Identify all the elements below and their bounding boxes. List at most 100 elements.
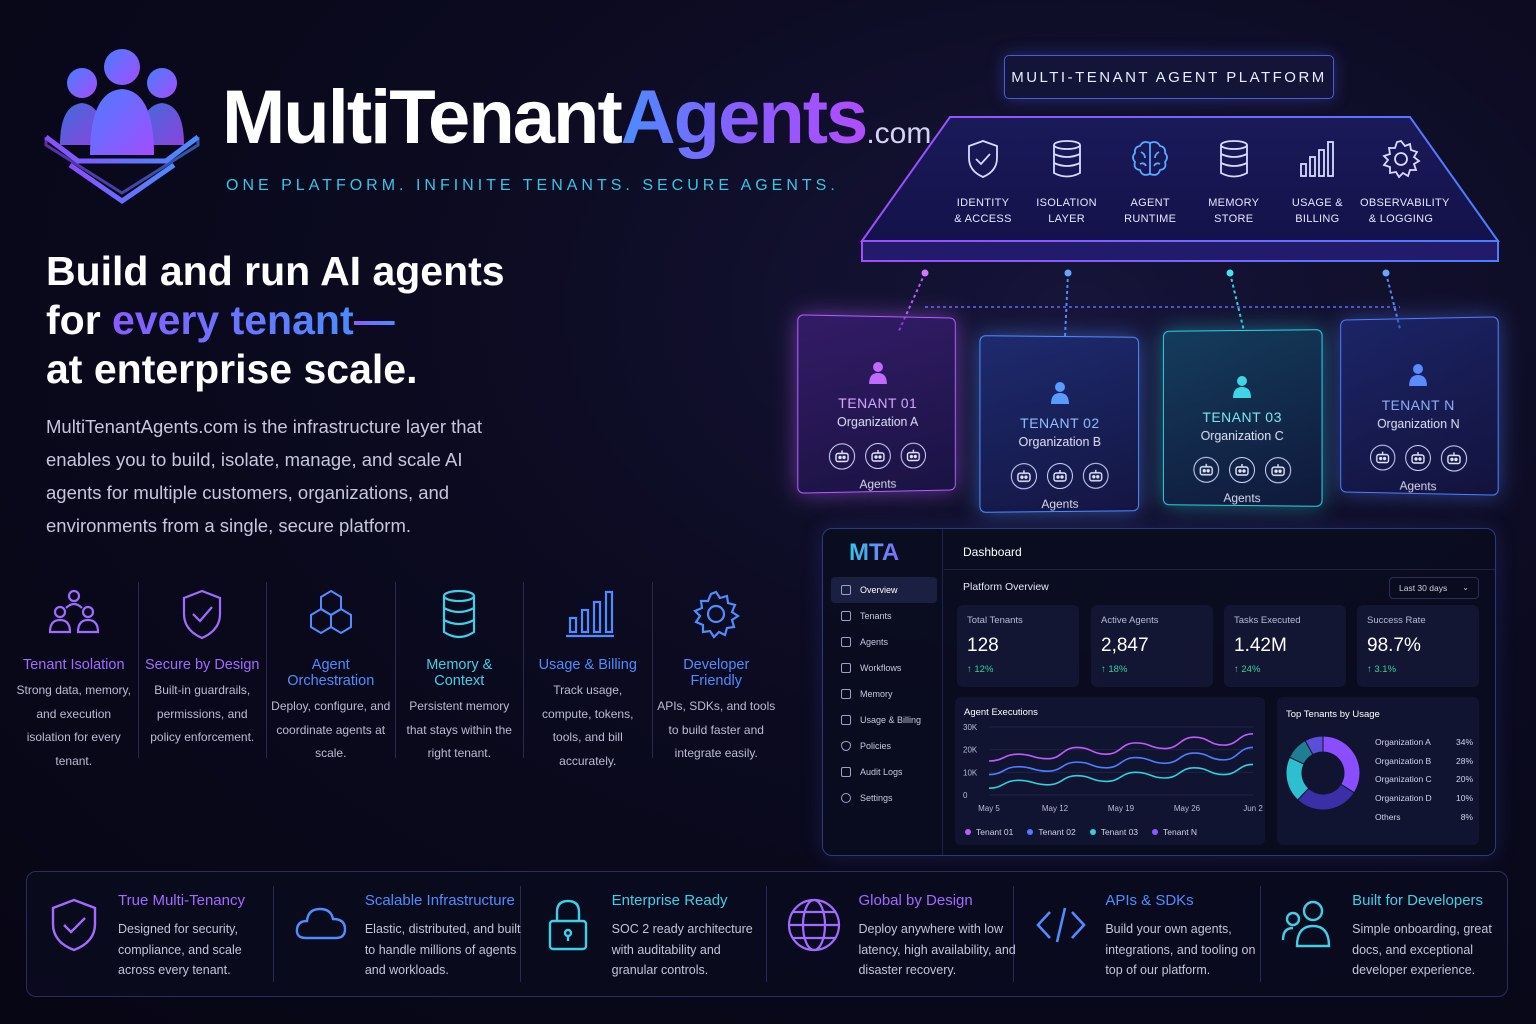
benefit-desc: Build your own agents, integrations, and…	[1105, 919, 1263, 981]
feature-title: Secure by Design	[143, 657, 263, 673]
robot-icon	[1441, 445, 1467, 472]
robot-icon	[865, 443, 891, 469]
chart-icon	[841, 715, 851, 725]
database-icon	[1046, 138, 1088, 180]
benefit-scalable: Scalable Infrastructure Elastic, distrib…	[274, 886, 521, 982]
bar-chart-icon	[560, 586, 616, 642]
series-line-tenant-02	[989, 747, 1253, 774]
feature-agent-orchestration: Agent Orchestration Deploy, configure, a…	[267, 582, 396, 758]
benefit-desc: Simple onboarding, great docs, and excep…	[1352, 919, 1510, 981]
top-tenants-panel: Top Tenants by Usage Organization A34% O…	[1277, 697, 1479, 845]
users-icon	[1279, 896, 1337, 954]
tenant-name: Organization B	[1375, 756, 1431, 775]
benefit-desc: Deploy anywhere with low latency, high a…	[858, 919, 1016, 981]
tenant-share: 10%	[1456, 793, 1473, 812]
top-tenants-list: Organization A34% Organization B28% Orga…	[1375, 737, 1473, 830]
dashboard-divider	[944, 569, 1495, 570]
benefit-desc: SOC 2 ready architecture with auditabili…	[612, 919, 770, 981]
feature-title: Developer Friendly	[657, 657, 777, 689]
feature-desc: Persistent memory that stays within the …	[400, 695, 520, 766]
agent-executions-panel: Agent Executions 010K20K30KMay 5May 12Ma…	[955, 697, 1265, 845]
x-tick-label: May 26	[1174, 804, 1201, 813]
nav-item-label: Workflows	[860, 663, 901, 673]
benefit-title: True Multi-Tenancy	[118, 892, 245, 909]
shield-check-icon	[45, 896, 103, 954]
feature-desc: Built-in guardrails, permissions, and po…	[143, 679, 263, 750]
platform-item-line2: & LOGGING	[1360, 211, 1442, 227]
y-tick-label: 20K	[963, 746, 978, 755]
feature-title: Usage & Billing	[528, 657, 648, 673]
tenant-share: 8%	[1461, 812, 1473, 831]
kpi-name: Tasks Executed	[1234, 615, 1336, 626]
top-tenant-row: Organization A34%	[1375, 737, 1473, 756]
calendar-icon	[841, 585, 851, 595]
tenant-content: TENANT 03 Organization C Agents	[1163, 374, 1323, 506]
tenant-agents-label: Agents	[1163, 490, 1323, 505]
nav-item-workflows[interactable]: Workflows	[831, 655, 937, 681]
date-range-select[interactable]: Last 30 days ⌄	[1389, 577, 1479, 599]
chart-legend: Tenant 01 Tenant 02 Tenant 03 Tenant N	[965, 827, 1197, 837]
kpi-value: 2,847	[1101, 635, 1203, 657]
tenant-card-02[interactable]: TENANT 02 Organization B Agents	[979, 335, 1139, 513]
feature-title: Memory & Context	[400, 657, 520, 689]
series-line-tenant-01	[989, 734, 1253, 761]
tenant-title: TENANT 03	[1163, 409, 1323, 425]
platform-item-isolation: ISOLATIONLAYER	[1026, 138, 1108, 238]
shield-check-icon	[174, 586, 230, 642]
benefit-title: APIs & SDKs	[1105, 892, 1193, 909]
workflow-icon	[841, 663, 851, 673]
kpi-change: ↑ 12%	[967, 664, 1069, 675]
tenant-content: TENANT 01 Organization A Agents	[797, 359, 955, 492]
nav-item-label: Audit Logs	[860, 767, 903, 777]
lock-icon	[539, 896, 597, 954]
legend-item-tenant-03: Tenant 03	[1090, 827, 1138, 837]
tenant-share: 28%	[1456, 756, 1473, 775]
tenant-card-01[interactable]: TENANT 01 Organization A Agents	[797, 314, 955, 493]
robot-icon	[1265, 457, 1291, 483]
hero-line-3: at enterprise scale.	[46, 345, 505, 394]
legend-label: Tenant 02	[1038, 827, 1075, 837]
robot-icon	[1229, 457, 1255, 483]
tenant-agent-icons	[1340, 444, 1498, 472]
platform-label: MULTI-TENANT AGENT PLATFORM	[1004, 55, 1334, 99]
kpi-value: 128	[967, 635, 1069, 657]
legend-dot	[1090, 829, 1096, 835]
nav-item-label: Agents	[860, 637, 888, 647]
tenant-share: 20%	[1456, 774, 1473, 793]
chevron-down-icon: ⌄	[1462, 578, 1469, 598]
kpi-card-total-tenants: Total Tenants 128 ↑ 12%	[957, 605, 1079, 687]
nav-item-tenants[interactable]: Tenants	[831, 603, 937, 629]
panel-title: Top Tenants by Usage	[1286, 709, 1380, 720]
nav-item-memory[interactable]: Memory	[831, 681, 937, 707]
hero-line-1: Build and run AI agents	[46, 247, 505, 296]
x-tick-label: May 5	[978, 804, 1000, 813]
brand-name-part1: MultiTenant	[222, 75, 621, 160]
platform-item-line2: RUNTIME	[1109, 211, 1191, 227]
feature-title: Agent Orchestration	[271, 657, 391, 689]
tenant-title: TENANT 02	[979, 415, 1139, 431]
y-tick-label: 0	[963, 791, 968, 800]
nav-item-agents[interactable]: Agents	[831, 629, 937, 655]
benefit-title: Enterprise Ready	[612, 892, 728, 909]
tenant-org: Organization A	[797, 415, 955, 430]
platform-overview-label: Platform Overview	[963, 581, 1049, 593]
x-tick-label: Jun 2	[1243, 804, 1263, 813]
tenant-agent-icons	[797, 442, 955, 470]
nav-item-audit-logs[interactable]: Audit Logs	[831, 759, 937, 785]
kpi-name: Total Tenants	[967, 615, 1069, 626]
feature-usage-billing: Usage & Billing Track usage, compute, to…	[524, 582, 653, 758]
nav-item-overview[interactable]: Overview	[831, 577, 937, 603]
benefit-desc: Elastic, distributed, and built to handl…	[365, 919, 523, 981]
date-range-value: Last 30 days	[1399, 583, 1447, 593]
nav-item-usage-billing[interactable]: Usage & Billing	[831, 707, 937, 733]
dashboard-nav: Overview Tenants Agents Workflows Memory…	[831, 577, 937, 811]
tenant-card-n[interactable]: TENANT N Organization N Agents	[1340, 316, 1498, 495]
tenant-card-03[interactable]: TENANT 03 Organization C Agents	[1163, 329, 1323, 507]
nav-item-settings[interactable]: Settings	[831, 785, 937, 811]
tenant-agents-label: Agents	[979, 496, 1139, 511]
x-tick-label: May 19	[1108, 804, 1135, 813]
tenant-org: Organization N	[1340, 417, 1498, 432]
nav-item-policies[interactable]: Policies	[831, 733, 937, 759]
robot-icon	[1047, 463, 1073, 489]
logo-people-icon	[40, 45, 205, 210]
